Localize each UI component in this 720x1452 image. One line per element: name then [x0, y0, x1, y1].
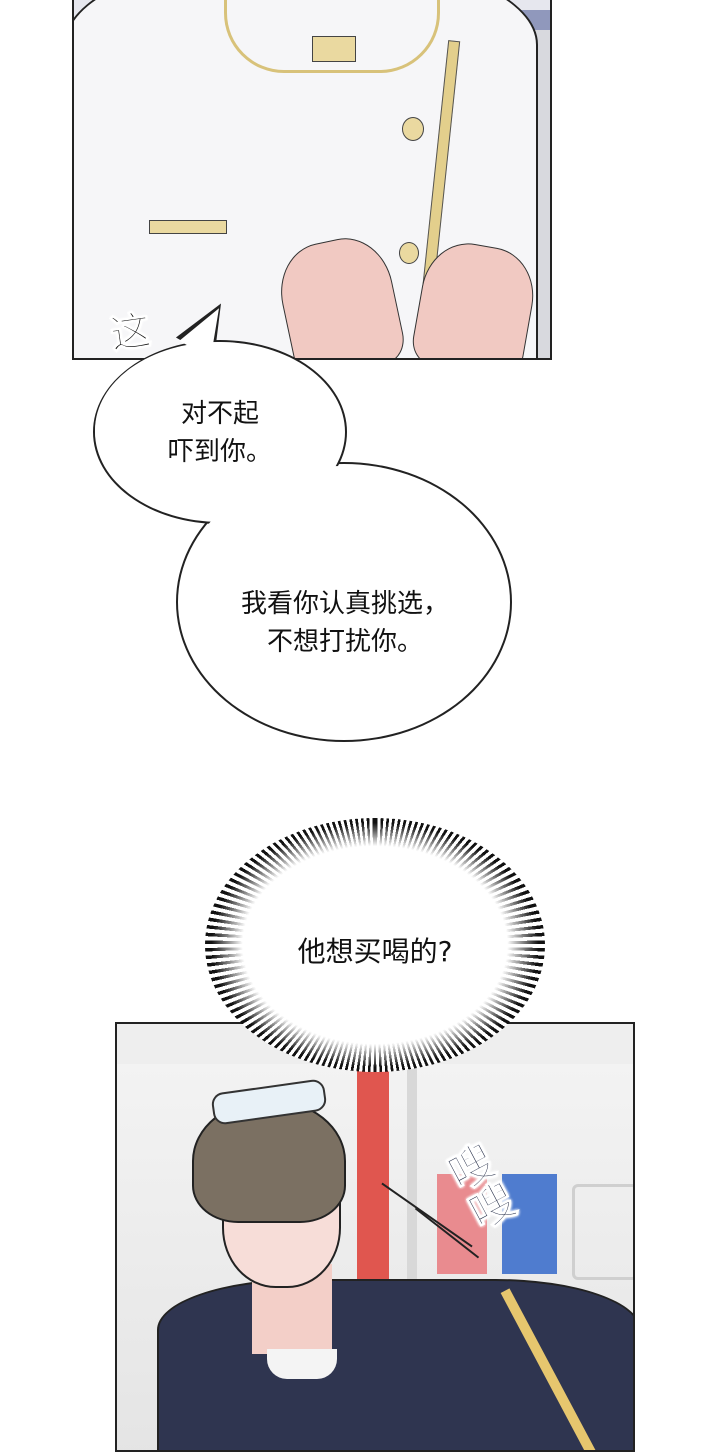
thought-text: 他想买喝的? [297, 935, 453, 968]
shelf-post [407, 1064, 417, 1424]
comic-panel-2: 嗖嗖 [115, 1022, 635, 1452]
dialogue-text-2: 我看你认真挑选， 不想打扰你。 [240, 589, 449, 657]
pocket-trim [149, 220, 227, 234]
blue-product-box [502, 1174, 557, 1274]
white-tshirt [267, 1349, 337, 1379]
thought-burst-bubble [205, 818, 545, 1072]
comic-panel-1 [72, 0, 552, 360]
bubble-1-fill [95, 342, 341, 518]
shelf-frame [572, 1184, 633, 1280]
jacket-button [399, 242, 419, 264]
navy-jacket [157, 1279, 633, 1450]
sound-effect-zhe: 这 [107, 307, 154, 359]
collar-tab [312, 36, 356, 62]
jacket-button [402, 117, 424, 141]
dialogue-text-1: 对不起 吓到你。 [167, 399, 272, 467]
